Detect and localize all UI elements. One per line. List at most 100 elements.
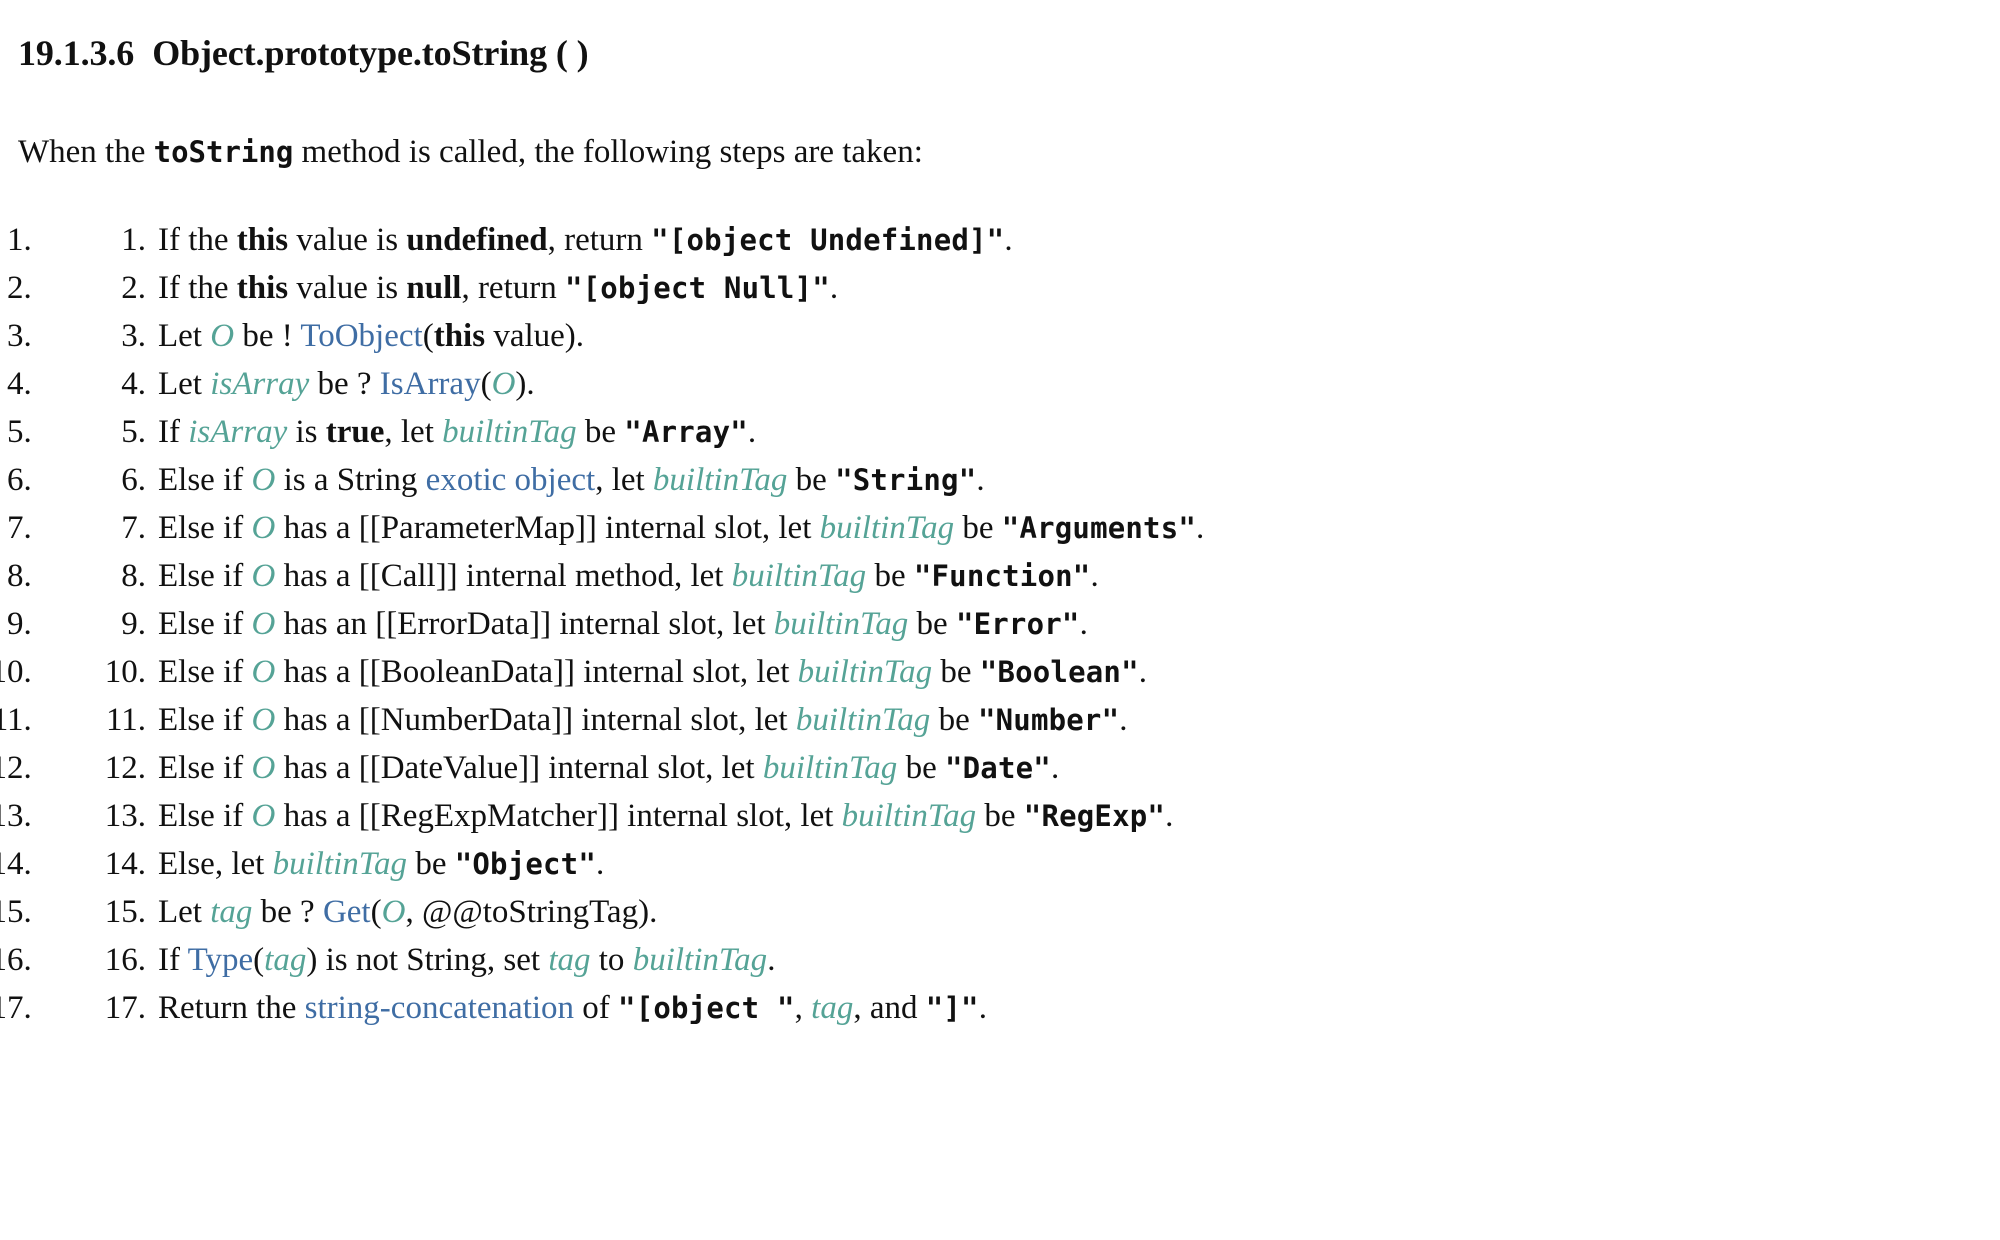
step-text: , and <box>853 990 926 1026</box>
step-keyword: true <box>325 414 385 450</box>
step-text: . <box>1090 558 1099 594</box>
step-text: be <box>954 510 1002 546</box>
step-number: 1. <box>121 222 146 258</box>
algorithm-step: 3. Let O be ! ToObject(this value). <box>40 312 2000 360</box>
step-text: value). <box>485 318 585 354</box>
step-text: . <box>1004 222 1013 258</box>
step-text: , <box>794 990 812 1026</box>
step-number: 11. <box>105 702 146 738</box>
step-number: 7. <box>121 510 146 546</box>
step-variable: builtinTag <box>819 510 955 546</box>
step-variable: tag <box>210 894 253 930</box>
step-text: is a String <box>275 462 426 498</box>
step-text: . <box>829 270 839 306</box>
step-number: 16. <box>104 942 146 978</box>
clause-title: Object.prototype.toString ( ) <box>152 33 589 74</box>
step-body: Else if O has a [[BooleanData]] internal… <box>158 648 1147 696</box>
step-variable: O <box>251 654 276 690</box>
step-text: has a [[Call]] internal method, let <box>275 558 732 594</box>
step-number: 4. <box>121 366 146 402</box>
algorithm-step: 12.Else if O has a [[DateValue]] interna… <box>40 744 2000 792</box>
step-text: If the <box>158 222 237 258</box>
step-number: 8. <box>121 558 146 594</box>
step-text: ). <box>515 366 535 402</box>
step-link[interactable]: exotic object <box>425 462 596 498</box>
step-variable: builtinTag <box>632 942 768 978</box>
step-text: If <box>158 942 188 978</box>
step-text: Else if <box>158 510 252 546</box>
step-string-literal: "RegExp" <box>1023 799 1166 833</box>
step-body: If isArray is true, let builtinTag be "A… <box>158 408 756 456</box>
step-text: . <box>596 846 605 882</box>
step-number: 5. <box>121 414 146 450</box>
step-variable: builtinTag <box>731 558 867 594</box>
step-body: Let O be ! ToObject(this value). <box>158 312 584 360</box>
step-text: If <box>158 414 189 450</box>
step-body: Return the string-concatenation of "[obj… <box>158 984 987 1032</box>
step-text: Else if <box>158 654 252 690</box>
step-text: . <box>767 942 776 978</box>
step-text: . <box>1079 606 1088 642</box>
step-text: . <box>1050 750 1060 786</box>
step-text: be <box>908 606 956 642</box>
step-number: 9. <box>121 606 146 642</box>
step-text: be <box>576 414 625 450</box>
step-variable: tag <box>548 942 591 978</box>
step-text: . <box>976 462 985 498</box>
step-text: Let <box>158 894 211 930</box>
algorithm-step: 14. Else, let builtinTag be "Object". <box>40 840 2000 888</box>
step-number: 3. <box>121 318 146 354</box>
step-variable: O <box>251 750 276 786</box>
algorithm-step: 1.If the this value is undefined, return… <box>40 216 2000 264</box>
step-variable: O <box>491 366 516 402</box>
step-text: has an [[ErrorData]] internal slot, let <box>275 606 774 642</box>
step-link[interactable]: IsArray <box>379 366 481 402</box>
step-body: If Type(tag) is not String, set tag to b… <box>158 936 775 984</box>
step-text: be <box>897 750 945 786</box>
step-text: be ! <box>234 318 301 354</box>
step-string-literal: "Function" <box>913 559 1091 593</box>
step-text: . <box>747 414 757 450</box>
algorithm-step: 8.Else if O has a [[Call]] internal meth… <box>40 552 2000 600</box>
step-text: . <box>1165 798 1174 834</box>
step-text: has a [[DateValue]] internal slot, let <box>275 750 763 786</box>
step-number: 12. <box>104 750 146 786</box>
step-text: be <box>976 798 1024 834</box>
step-link[interactable]: Type <box>187 942 254 978</box>
step-text: be ? <box>252 894 323 930</box>
step-keyword: null <box>406 270 462 306</box>
algorithm-step: 15.Let tag be ? Get(O, @@toStringTag). <box>40 888 2000 936</box>
algorithm-step: 9. Else if O has an [[ErrorData]] interna… <box>40 600 2000 648</box>
step-link[interactable]: ToObject <box>300 318 423 354</box>
step-variable: builtinTag <box>652 462 788 498</box>
step-number: 14. <box>104 846 146 882</box>
step-string-literal: "Number" <box>977 703 1120 737</box>
step-variable: O <box>251 702 276 738</box>
step-link[interactable]: string-concatenation <box>304 990 575 1026</box>
step-text: value is <box>288 222 407 258</box>
step-variable: O <box>251 606 276 642</box>
step-variable: builtinTag <box>762 750 898 786</box>
step-variable: builtinTag <box>272 846 408 882</box>
intro-text-after: method is called, the following steps ar… <box>293 134 923 170</box>
step-string-literal: "[object " <box>618 991 795 1025</box>
step-body: Else if O has a [[ParameterMap]] interna… <box>158 504 1204 552</box>
step-body: Else, let builtinTag be "Object". <box>158 840 604 888</box>
step-variable: builtinTag <box>841 798 977 834</box>
step-string-literal: "Arguments" <box>1001 511 1197 545</box>
step-body: Else if O has a [[RegExpMatcher]] intern… <box>158 792 1173 840</box>
algorithm-steps-list: 1.If the this value is undefined, return… <box>0 216 2000 1032</box>
step-string-literal: "Object" <box>454 847 596 881</box>
step-text: be <box>932 654 980 690</box>
step-body: Else if O is a String exotic object, let… <box>158 456 985 504</box>
step-variable: isArray <box>210 366 310 402</box>
step-body: Else if O has an [[ErrorData]] internal … <box>158 600 1088 648</box>
step-string-literal: "[object Null]" <box>564 271 830 305</box>
step-text: ( <box>480 366 492 402</box>
step-number: 15. <box>104 894 146 930</box>
step-keyword: this <box>433 318 486 354</box>
step-text: , @@toStringTag). <box>405 894 658 930</box>
step-variable: builtinTag <box>797 654 933 690</box>
step-link[interactable]: Get <box>322 894 371 930</box>
